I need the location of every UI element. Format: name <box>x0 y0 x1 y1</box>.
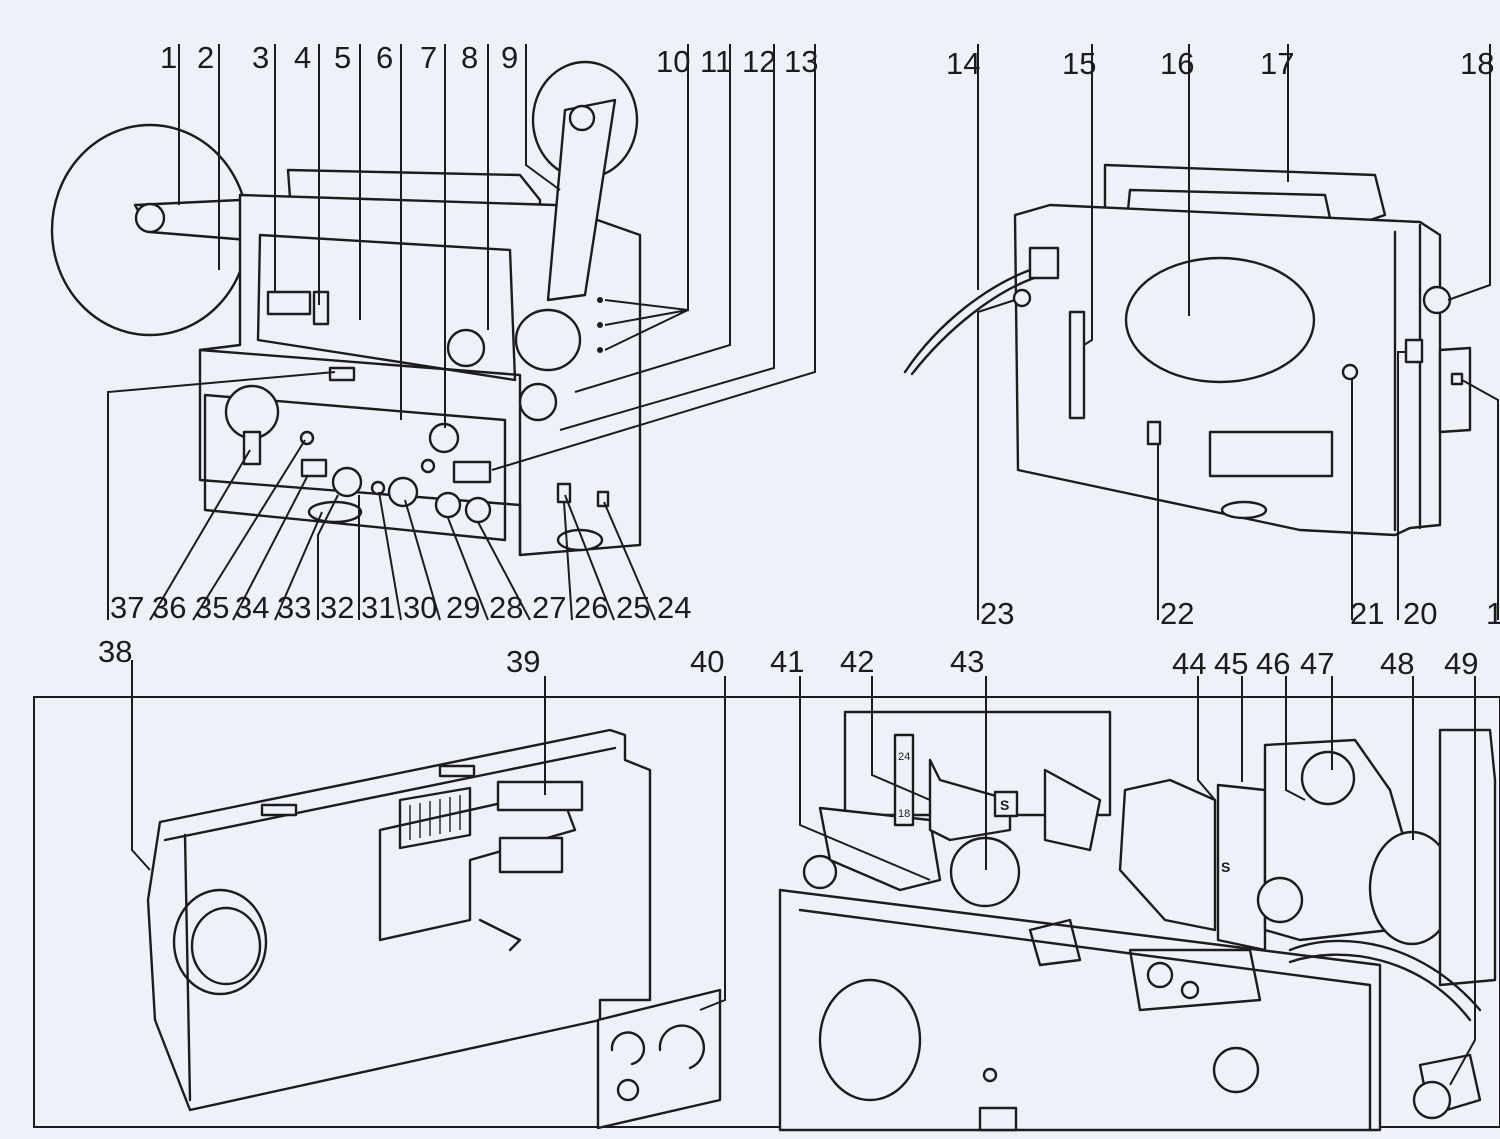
gate-cover-view <box>146 728 652 1112</box>
callout-33: 33 <box>277 590 311 625</box>
callout-9: 9 <box>501 40 518 75</box>
leader-lines <box>107 44 1499 1086</box>
callout-17: 17 <box>1260 46 1294 81</box>
callout-30: 30 <box>403 590 437 625</box>
callout-28: 28 <box>489 590 523 625</box>
callout-27: 27 <box>532 590 566 625</box>
film-guide-arm <box>1288 939 1482 1012</box>
lamp-housing <box>1438 728 1497 987</box>
supply-reel-spindle <box>134 202 166 234</box>
control-panel <box>203 393 507 542</box>
callout-48: 48 <box>1380 646 1414 681</box>
tilt-knob <box>1412 1080 1452 1120</box>
framing-knob <box>446 328 486 368</box>
callout-18: 18 <box>1460 46 1494 81</box>
callout-7: 7 <box>420 40 437 75</box>
speed-knob <box>428 422 460 454</box>
callout-13: 13 <box>784 44 818 79</box>
lamp-knob <box>1300 750 1356 806</box>
projector-rear-view <box>903 163 1472 537</box>
callout-numbers-mid: 37 36 35 34 33 32 31 30 29 28 27 26 25 2… <box>110 590 1500 631</box>
callout-31: 31 <box>361 590 395 625</box>
gate-marker-18: 18 <box>898 808 910 820</box>
projector-front-view <box>50 60 642 557</box>
callout-16: 16 <box>1160 46 1194 81</box>
callout-32: 32 <box>320 590 354 625</box>
volume-knob <box>331 466 363 498</box>
pressure-pad-s-mark: S <box>1221 859 1230 875</box>
callout-15: 15 <box>1062 46 1096 81</box>
gate-selector <box>893 733 915 827</box>
callout-35: 35 <box>195 590 229 625</box>
callout-37: 37 <box>110 590 144 625</box>
callout-42: 42 <box>840 644 874 679</box>
callout-45: 45 <box>1214 646 1248 681</box>
rear-slot <box>1068 310 1086 420</box>
callout-numbers-top: 1 2 3 4 5 6 7 8 9 10 11 12 13 14 15 16 1… <box>160 40 1494 81</box>
gate-cover-slide <box>496 780 584 812</box>
gate-cover <box>146 728 652 1112</box>
callout-23: 23 <box>980 596 1014 631</box>
callout-47: 47 <box>1300 646 1334 681</box>
callout-6: 6 <box>376 40 393 75</box>
rear-knob <box>1422 285 1452 315</box>
callout-38: 38 <box>98 634 132 669</box>
callout-39: 39 <box>506 644 540 679</box>
callout-22: 22 <box>1160 596 1194 631</box>
callout-41: 41 <box>770 644 804 679</box>
callout-4: 4 <box>294 40 311 75</box>
callout-36: 36 <box>152 590 186 625</box>
pressure-pad <box>1216 783 1267 952</box>
gate-marker-24: 24 <box>898 751 910 763</box>
callout-20: 20 <box>1403 596 1437 631</box>
callout-46: 46 <box>1256 646 1290 681</box>
pressure-plate-view <box>596 988 722 1130</box>
callout-25: 25 <box>616 590 650 625</box>
tone-knob <box>387 476 419 508</box>
sprocket-s-mark: S <box>1000 797 1009 813</box>
main-switch-knob <box>224 384 280 440</box>
callout-3: 3 <box>252 40 269 75</box>
callout-43: 43 <box>950 644 984 679</box>
callout-29: 29 <box>446 590 480 625</box>
callout-5: 5 <box>334 40 351 75</box>
rear-oval-plate <box>1124 256 1316 384</box>
callout-44: 44 <box>1172 646 1206 681</box>
callout-24: 24 <box>657 590 691 625</box>
callout-34: 34 <box>235 590 269 625</box>
callout-8: 8 <box>461 40 478 75</box>
callout-2: 2 <box>197 40 214 75</box>
callout-14: 14 <box>946 46 980 81</box>
callout-26: 26 <box>574 590 608 625</box>
callout-21: 21 <box>1350 596 1384 631</box>
aperture-gate <box>1118 778 1217 932</box>
callout-12: 12 <box>742 44 776 79</box>
lens-barrel <box>514 308 582 372</box>
gate-cover-lens-hole <box>172 888 268 996</box>
callout-49: 49 <box>1444 646 1478 681</box>
power-plug <box>1028 246 1060 280</box>
lower-frame <box>33 696 1500 1128</box>
power-cord <box>903 268 1032 374</box>
rear-label-plate <box>1208 430 1334 478</box>
mechanism-main-knob <box>818 978 922 1102</box>
callout-19-partial: 1 <box>1486 596 1500 631</box>
mechanism-inset-view: 24 18 S S <box>778 710 1497 1132</box>
callout-1: 1 <box>160 40 177 75</box>
callout-10: 10 <box>656 44 690 79</box>
tilt-foot <box>556 528 604 552</box>
takeup-reel-arm <box>546 98 617 302</box>
callout-11: 11 <box>700 44 732 79</box>
callout-40: 40 <box>690 644 724 679</box>
callout-numbers-lower: 38 39 40 41 42 43 44 45 46 47 48 49 <box>98 634 1478 681</box>
upper-panel <box>256 233 517 382</box>
gate-cover-window <box>498 836 564 874</box>
